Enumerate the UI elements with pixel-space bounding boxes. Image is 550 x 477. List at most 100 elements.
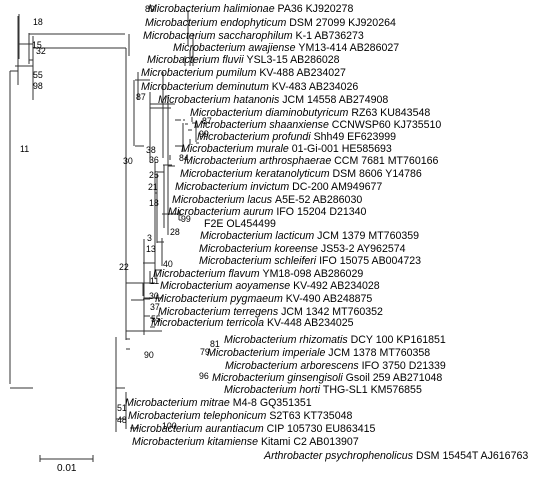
bootstrap-value: 100 <box>162 421 177 431</box>
taxon-species: pumilum <box>215 67 259 79</box>
taxon-strain-accession: JCM 14558 AB274908 <box>282 94 388 106</box>
taxon-strain-accession: A5E-52 AB286030 <box>275 194 362 206</box>
taxon-species: awajiense <box>248 42 298 54</box>
bootstrap-value: 3 <box>147 233 152 243</box>
bootstrap-labels: 8918153255981187879938843625211830992831… <box>20 4 220 431</box>
bootstrap-value: 32 <box>36 46 46 56</box>
taxon-strain-accession: F2E OL454499 <box>204 218 276 230</box>
taxon-strain-accession: DSM 8606 Y14786 <box>333 168 422 180</box>
taxon-label: Arthrobacter psychrophenolicus DSM 15454… <box>263 450 528 462</box>
taxon-genus: Microbacterium <box>145 17 220 29</box>
bootstrap-value: 87 <box>202 116 212 126</box>
taxon-species: diaminobutyricum <box>265 107 351 119</box>
taxon-genus: Microbacterium <box>151 317 226 329</box>
taxon-label: Microbacterium lacus A5E-52 AB286030 <box>172 194 362 206</box>
taxon-label: Microbacterium pumilum KV-488 AB234027 <box>141 67 346 79</box>
taxon-genus: Microbacterium <box>197 131 272 143</box>
taxon-species: murale <box>256 143 291 155</box>
taxon-strain-accession: JCM 1378 MT760358 <box>328 347 430 359</box>
bootstrap-value: 21 <box>148 182 158 192</box>
bootstrap-value: 37 <box>150 302 160 312</box>
taxon-label: Microbacterium shaanxiense CCNWSP60 KJ73… <box>194 119 441 131</box>
taxon-strain-accession: YSL3-15 AB286028 <box>247 54 340 66</box>
taxon-species: psychrophenolicus <box>324 450 416 462</box>
taxon-strain-accession: PA36 KJ920278 <box>278 3 354 15</box>
bootstrap-value: 28 <box>170 227 180 237</box>
taxon-label: F2E OL454499 <box>204 218 276 230</box>
taxon-species: kitamiense <box>207 436 261 448</box>
taxon-strain-accession: DSM 27099 KJ920264 <box>289 17 396 29</box>
taxon-genus: Microbacterium <box>172 194 247 206</box>
taxon-species: arthrosphaerae <box>259 155 334 167</box>
taxon-strain-accession: K-1 AB736273 <box>296 30 364 42</box>
bootstrap-value: 89 <box>145 4 155 14</box>
taxon-labels: Microbacterium halimionae PA36 KJ920278M… <box>125 3 528 462</box>
taxon-genus: Microbacterium <box>143 30 218 42</box>
bootstrap-value: 51 <box>117 403 127 413</box>
bootstrap-value: 22 <box>119 262 129 272</box>
taxon-species: terregens <box>233 306 281 318</box>
taxon-label: Microbacterium hatanonis JCM 14558 AB274… <box>158 94 388 106</box>
bootstrap-value: 18 <box>33 17 43 27</box>
taxon-species: hatanonis <box>233 94 282 106</box>
taxon-genus: Microbacterium <box>224 334 299 346</box>
taxon-strain-accession: YM18-098 AB286029 <box>263 268 364 280</box>
taxon-strain-accession: JCM 1342 MT760352 <box>281 306 383 318</box>
taxon-strain-accession: DSM 15454T AJ616763 <box>416 450 528 462</box>
taxon-strain-accession: CCNWSP60 KJ735510 <box>332 119 442 131</box>
bootstrap-value: 79 <box>200 347 210 357</box>
taxon-strain-accession: S2T63 KT735048 <box>269 410 352 422</box>
bootstrap-value: 84 <box>179 153 189 163</box>
bootstrap-value: 90 <box>144 350 154 360</box>
taxon-label: Microbacterium diaminobutyricum RZ63 KU8… <box>190 107 430 119</box>
taxon-label: Microbacterium koreense JS53-2 AY962574 <box>199 243 406 255</box>
taxon-genus: Microbacterium <box>147 54 222 66</box>
taxon-species: deminutum <box>216 81 271 93</box>
taxon-species: telephonicum <box>203 410 269 422</box>
bootstrap-value: 99 <box>199 129 209 139</box>
bootstrap-value: 13 <box>146 244 156 254</box>
taxon-strain-accession: DCY 100 KP161851 <box>351 334 446 346</box>
taxon-label: Microbacterium telephonicum S2T63 KT7350… <box>128 410 352 422</box>
taxon-label: Microbacterium profundi Shh49 EF623999 <box>197 131 396 143</box>
taxon-label: Microbacterium pygmaeum KV-490 AB248875 <box>155 293 372 305</box>
taxon-strain-accession: JCM 1379 MT760359 <box>317 230 419 242</box>
taxon-species: endophyticum <box>220 17 289 29</box>
bootstrap-value: 55 <box>33 70 43 80</box>
taxon-species: fluvii <box>222 54 246 66</box>
taxon-genus: Microbacterium <box>141 67 216 79</box>
scale-bar: 0.01 <box>39 455 94 474</box>
taxon-strain-accession: CCM 7681 MT760166 <box>334 155 438 167</box>
taxon-strain-accession: IFO 15204 D21340 <box>276 206 366 218</box>
scale-bar-label: 0.01 <box>57 463 77 474</box>
taxon-species: imperiale <box>282 347 328 359</box>
taxon-species: terricola <box>226 317 267 329</box>
bootstrap-value: 15 <box>32 40 42 50</box>
taxon-genus: Microbacterium <box>199 243 274 255</box>
taxon-species: rhizomatis <box>299 334 350 346</box>
bootstrap-value: 40 <box>163 259 173 269</box>
taxon-strain-accession: RZ63 KU843548 <box>351 107 430 119</box>
taxon-strain-accession: THG-SL1 KM576855 <box>323 384 422 396</box>
taxon-genus: Microbacterium <box>128 410 203 422</box>
taxon-strain-accession: KV-483 AB234026 <box>272 81 359 93</box>
taxon-strain-accession: Shh49 EF623999 <box>314 131 397 143</box>
taxon-species: lacus <box>247 194 275 206</box>
bootstrap-value: 11 <box>20 144 29 154</box>
bootstrap-value: 30 <box>149 291 159 301</box>
taxon-label: Microbacterium awajiense YM13-414 AB2860… <box>173 42 399 54</box>
taxon-strain-accession: IFO 15075 AB004723 <box>319 255 421 267</box>
taxon-genus: Microbacterium <box>130 423 205 435</box>
taxon-label: Microbacterium aurantiacum CIP 105730 EU… <box>130 423 375 435</box>
taxon-label: Microbacterium aoyamense KV-492 AB234028 <box>160 280 380 292</box>
bootstrap-value: 25 <box>149 170 159 180</box>
taxon-species: schleiferi <box>274 255 319 267</box>
taxon-strain-accession: KV-492 AB234028 <box>293 280 380 292</box>
bootstrap-value: 11 <box>150 276 159 286</box>
taxon-genus: Microbacterium <box>212 372 287 384</box>
taxon-label: Microbacterium horti THG-SL1 KM576855 <box>224 384 422 396</box>
taxon-label: Microbacterium schleiferi IFO 15075 AB00… <box>199 255 421 267</box>
taxon-species: halimionae <box>223 3 277 15</box>
taxon-strain-accession: Kitami C2 AB013907 <box>261 436 359 448</box>
taxon-species: pygmaeum <box>229 293 285 305</box>
